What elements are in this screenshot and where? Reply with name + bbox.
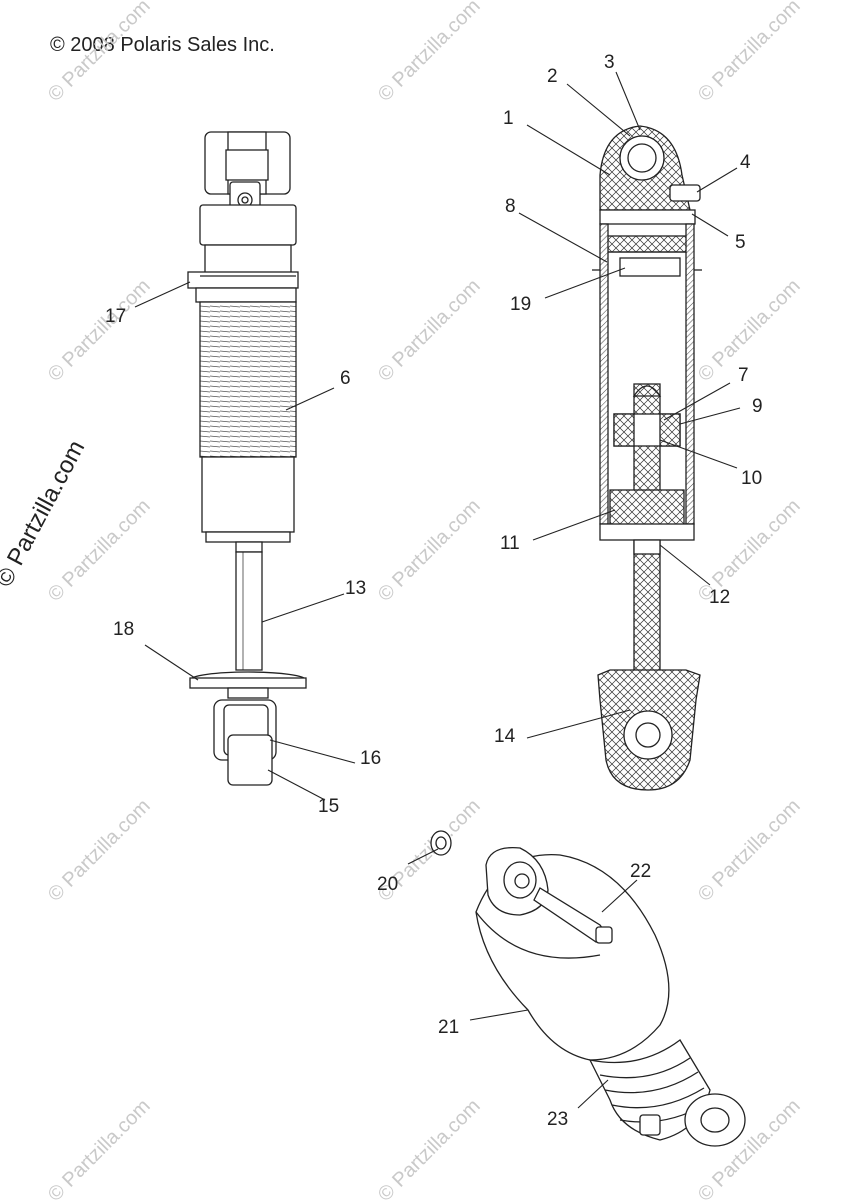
watermark-text: © Partzilla.com [374, 275, 485, 386]
watermark-text: © Partzilla.com [374, 0, 485, 106]
callout-23: 23 [547, 1109, 568, 1130]
leader-lines [134, 71, 741, 1109]
callout-7: 7 [738, 365, 749, 386]
callout-2: 2 [547, 66, 558, 87]
watermark-text: © Partzilla.com [694, 0, 805, 106]
copyright-text: © 2008 Polaris Sales Inc. [50, 34, 275, 56]
bottom-shock [430, 830, 746, 1147]
watermark-text: © Partzilla.com [694, 795, 805, 906]
callout-6: 6 [340, 368, 351, 389]
callout-21: 21 [438, 1017, 459, 1038]
watermark-group: © Partzilla.com © Partzilla.com © Partzill… [44, 0, 805, 1200]
callout-4: 4 [740, 152, 751, 173]
callout-11: 11 [500, 533, 520, 554]
callout-9: 9 [752, 396, 763, 417]
right-shock-section [592, 125, 702, 791]
callout-14: 14 [494, 726, 516, 747]
callout-15: 15 [318, 796, 339, 817]
callout-10: 10 [741, 468, 762, 489]
callout-18: 18 [113, 619, 134, 640]
watermark-text: © Partzilla.com [374, 495, 485, 606]
watermark-text: © Partzilla.com [694, 275, 805, 386]
callout-12: 12 [709, 587, 730, 608]
watermark-text: © Partzilla.com [44, 0, 155, 106]
watermark-text: © Partzilla.com [44, 795, 155, 906]
watermark-text: © Partzilla.com [374, 1095, 485, 1200]
callout-19: 19 [510, 294, 531, 315]
watermark-text: © Partzilla.com [44, 275, 155, 386]
callout-3: 3 [604, 52, 615, 73]
callout-17: 17 [105, 306, 126, 327]
callout-1: 1 [503, 108, 514, 129]
left-shock [187, 131, 307, 786]
watermark-text: © Partzilla.com [44, 495, 155, 606]
callout-5: 5 [735, 232, 746, 253]
callout-20: 20 [377, 874, 398, 895]
callout-13: 13 [345, 578, 366, 599]
callout-22: 22 [630, 861, 651, 882]
watermark-text: © Partzilla.com [44, 1095, 155, 1200]
callout-8: 8 [505, 196, 516, 217]
callout-16: 16 [360, 748, 381, 769]
callout-labels: 1 2 3 4 5 6 7 8 9 10 11 12 13 14 15 16 1… [105, 52, 763, 1130]
